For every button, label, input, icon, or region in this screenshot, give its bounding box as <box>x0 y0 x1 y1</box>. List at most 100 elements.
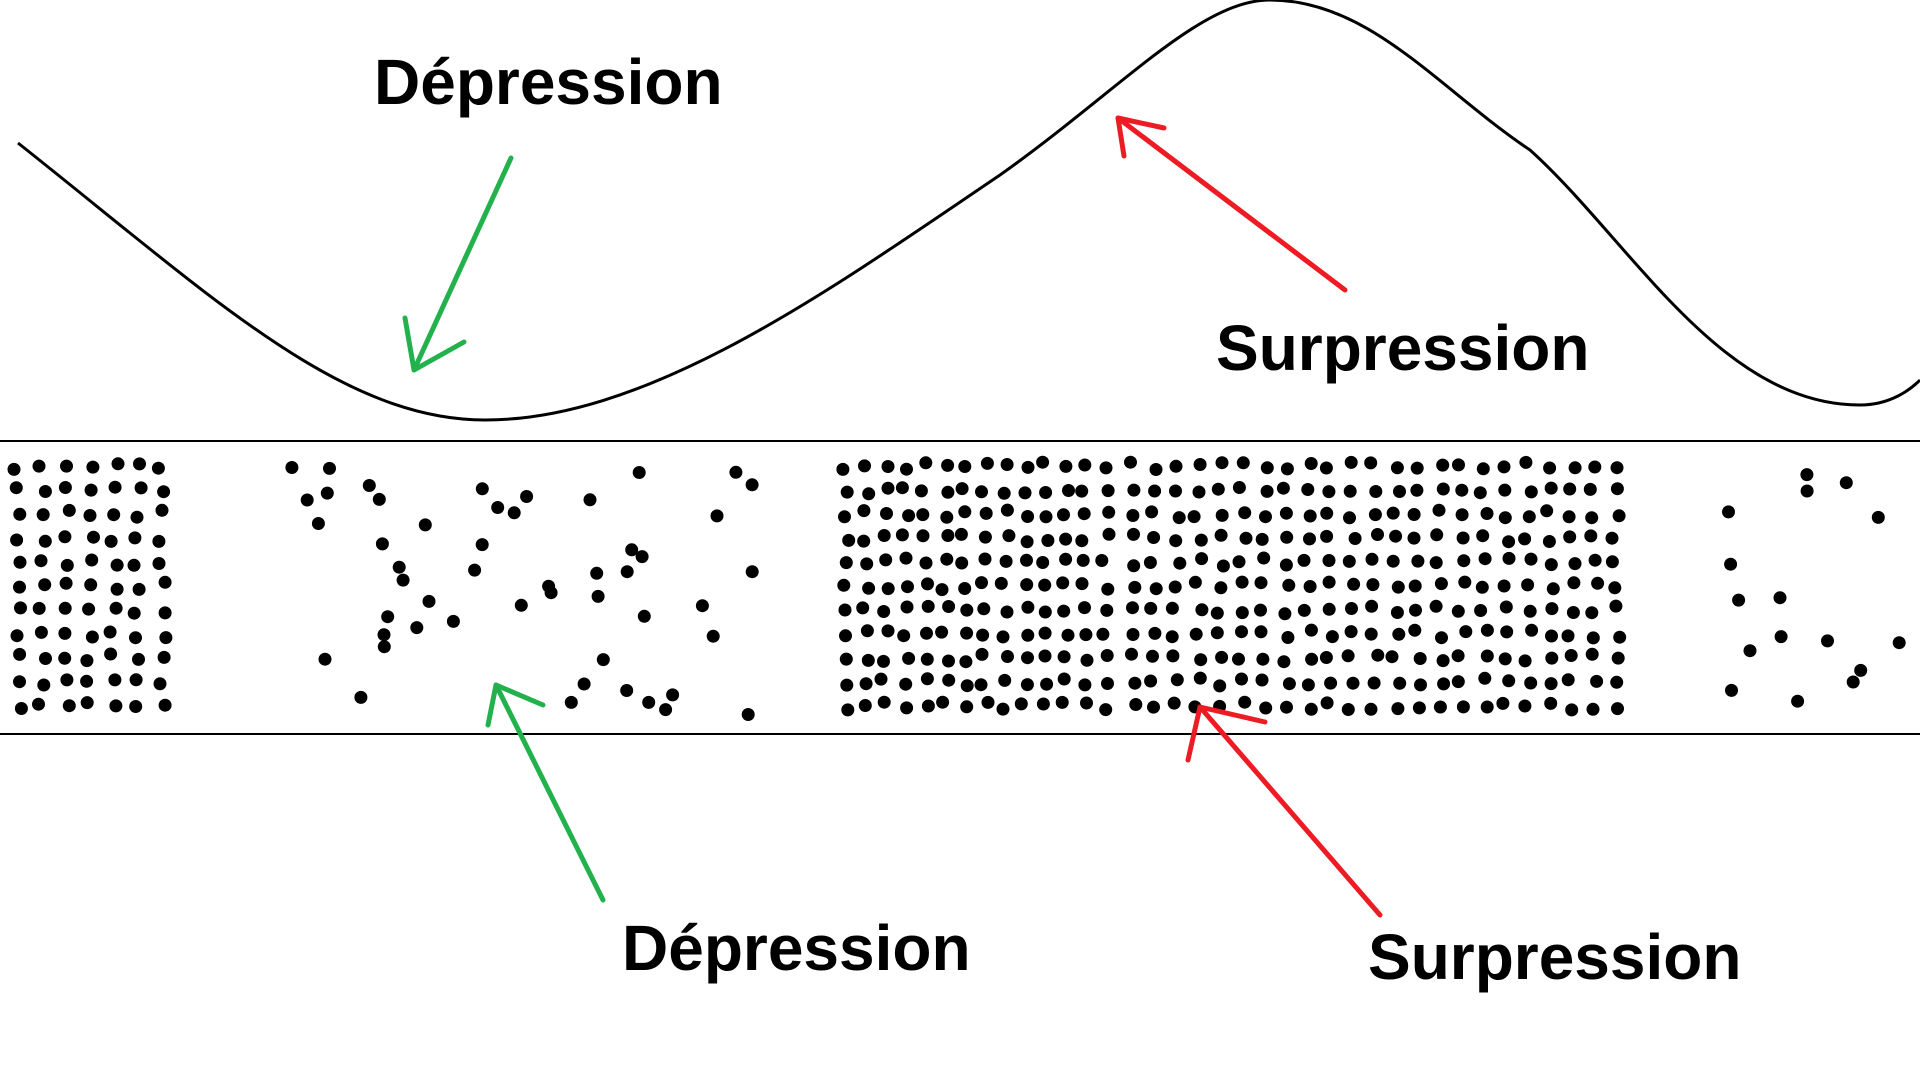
particle <box>1322 602 1336 616</box>
particle <box>935 625 949 639</box>
particle <box>1041 534 1055 547</box>
particle <box>839 652 853 666</box>
particle <box>901 580 914 594</box>
particle <box>1194 653 1208 667</box>
particle <box>1278 607 1292 621</box>
particle <box>13 580 26 594</box>
particle <box>920 652 934 666</box>
particle <box>839 556 853 570</box>
particle <box>590 566 604 580</box>
particle <box>1078 458 1092 472</box>
particle <box>1216 559 1230 573</box>
particle <box>955 482 969 496</box>
particle <box>632 466 646 479</box>
particle <box>157 650 171 664</box>
particle <box>1002 529 1016 543</box>
particle <box>1345 602 1358 615</box>
particle <box>418 518 432 532</box>
particle <box>583 493 597 507</box>
particle <box>1518 654 1532 668</box>
particle <box>1077 507 1091 521</box>
particle <box>840 678 854 692</box>
particle <box>1279 506 1293 520</box>
particle <box>1100 649 1114 662</box>
air-particles <box>7 455 1906 721</box>
particle <box>1563 530 1577 544</box>
particle <box>1732 593 1746 607</box>
particle <box>979 506 993 520</box>
particle <box>1254 576 1268 590</box>
particle <box>1480 649 1494 663</box>
pressure-wave-curve <box>17 0 1920 422</box>
particle <box>1280 700 1293 714</box>
particle <box>1232 652 1245 666</box>
particle <box>410 621 424 635</box>
particle <box>1800 468 1814 482</box>
particle <box>1499 600 1513 614</box>
particle <box>1544 677 1558 691</box>
particle <box>13 555 27 569</box>
particle <box>881 582 895 596</box>
particle <box>919 456 933 470</box>
particle <box>1101 484 1115 498</box>
particle <box>942 600 956 613</box>
particle <box>1057 604 1071 618</box>
particle <box>666 688 680 702</box>
particle <box>980 456 994 470</box>
particle <box>1078 601 1091 615</box>
bottom-surpression-label: Surpression <box>1368 921 1742 993</box>
particle <box>1255 532 1269 546</box>
particle <box>1414 678 1427 692</box>
particle <box>940 552 954 566</box>
particle <box>637 609 651 623</box>
particle <box>1567 576 1581 590</box>
particle <box>34 554 48 568</box>
particle <box>7 462 21 476</box>
particle <box>1544 558 1558 572</box>
particle <box>635 550 649 564</box>
particle <box>877 654 890 668</box>
particle <box>1611 702 1624 716</box>
particle <box>958 505 972 519</box>
particle <box>1126 509 1140 522</box>
particle <box>1305 652 1319 666</box>
particle <box>1001 650 1014 663</box>
particle <box>881 624 895 638</box>
particle <box>879 553 893 567</box>
particle <box>900 701 914 715</box>
particle <box>1524 676 1538 690</box>
particle <box>32 459 46 473</box>
particle <box>1255 673 1269 687</box>
particle <box>1215 508 1229 522</box>
particle <box>159 631 173 645</box>
particle <box>1235 575 1249 589</box>
particle <box>1279 558 1293 572</box>
particle <box>1020 553 1033 567</box>
particle <box>1021 651 1034 665</box>
particle <box>880 507 893 520</box>
particle <box>37 678 51 692</box>
particle <box>1543 461 1557 475</box>
particle <box>13 647 27 661</box>
particle <box>1565 703 1579 717</box>
particle <box>978 552 992 566</box>
particle <box>1169 534 1183 548</box>
particle <box>1474 604 1488 617</box>
particle <box>1429 599 1443 613</box>
particle <box>1368 508 1382 522</box>
particle <box>10 629 24 643</box>
particle <box>942 673 956 687</box>
particle <box>1165 630 1179 644</box>
particle <box>1021 628 1035 642</box>
particle <box>85 553 99 567</box>
particle <box>996 702 1010 716</box>
particle <box>1188 575 1202 589</box>
particle <box>381 610 395 624</box>
particle <box>84 578 98 592</box>
particle <box>10 533 24 547</box>
particle <box>1143 556 1157 569</box>
particle <box>1390 606 1404 619</box>
particle <box>1036 697 1050 711</box>
particle <box>900 600 914 614</box>
particle <box>902 509 916 523</box>
